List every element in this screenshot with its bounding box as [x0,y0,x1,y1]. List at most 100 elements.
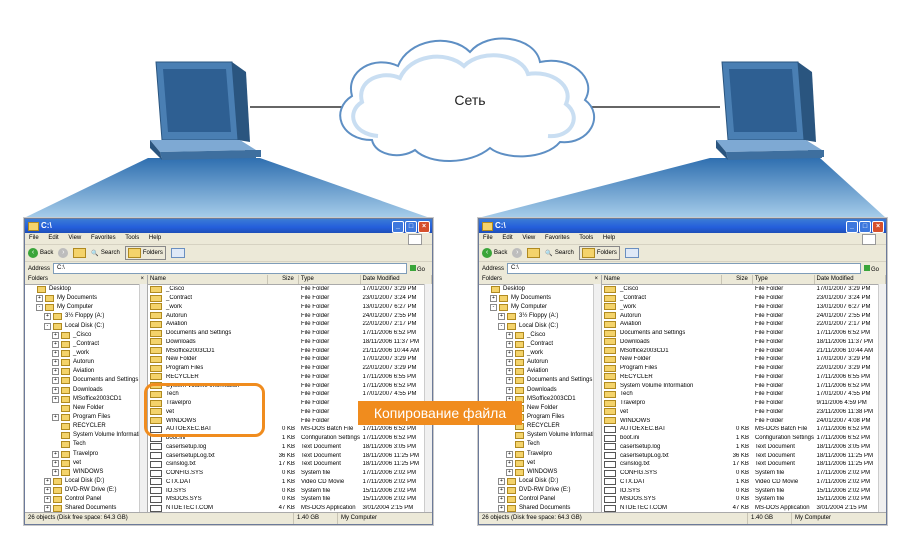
tree-item[interactable]: +Documents and Settings [479,376,601,385]
expand-icon[interactable]: + [498,505,505,513]
tree-item[interactable]: +Control Panel [479,495,601,504]
tree-item[interactable]: +_work [25,349,147,358]
tree-item[interactable]: +Shared Documents [479,504,601,513]
expand-icon[interactable]: + [506,340,513,348]
window-title-bar[interactable]: C:\ _ □ × [25,219,432,233]
tree-scrollbar[interactable] [593,284,601,513]
menu-view[interactable]: View [522,235,536,241]
menu-file[interactable]: File [29,235,39,241]
tree-item[interactable]: +Aviation [479,367,601,376]
expand-icon[interactable]: + [498,496,505,504]
address-input[interactable]: C:\ [53,263,407,274]
tree-item[interactable]: +Downloads [25,386,147,395]
up-folder-button[interactable] [73,248,87,258]
menu-view[interactable]: View [68,235,82,241]
go-button[interactable]: Go [864,264,886,273]
tree-item[interactable]: +Local Disk (D:) [25,477,147,486]
column-name[interactable]: Name [602,275,723,284]
close-pane-icon[interactable]: × [140,276,144,282]
column-type[interactable]: Type [753,275,815,284]
menu-favorites[interactable]: Favorites [90,235,116,241]
expand-icon[interactable]: + [506,331,513,339]
expand-icon[interactable]: + [52,377,59,385]
expand-icon[interactable]: + [506,468,513,476]
tree-item[interactable]: RECYCLER [25,422,147,431]
file-scrollbar[interactable] [424,284,432,513]
expand-icon[interactable]: + [52,468,59,476]
tree-item[interactable]: +Travelpro [25,450,147,459]
tree-item[interactable]: +_Cisco [25,331,147,340]
tree-item[interactable]: +Shared Documents [25,504,147,513]
expand-icon[interactable]: + [506,368,513,376]
expand-icon[interactable]: + [498,487,505,495]
folders-button[interactable]: Folders [578,246,620,260]
go-button[interactable]: Go [410,264,432,273]
search-button[interactable]: 🔍Search [545,250,574,257]
tree-item[interactable]: +MSoffice2003CD1 [25,395,147,404]
menu-help[interactable]: Help [602,235,616,241]
tree-item[interactable]: -Local Disk (C:) [479,322,601,331]
back-button[interactable]: ‹Back [482,248,507,258]
expand-icon[interactable]: + [52,359,59,367]
column-date[interactable]: Date Modified [815,275,886,284]
expand-icon[interactable]: + [44,505,51,513]
forward-button[interactable]: › [512,248,523,258]
close-button[interactable]: × [872,221,884,233]
expand-icon[interactable]: + [52,459,59,467]
menu-favorites[interactable]: Favorites [544,235,570,241]
tree-item[interactable]: +My Documents [25,294,147,303]
expand-icon[interactable]: + [52,386,59,394]
tree-item[interactable]: -Local Disk (C:) [25,322,147,331]
close-button[interactable]: × [418,221,430,233]
column-type[interactable]: Type [299,275,361,284]
tree-item[interactable]: +Aviation [25,367,147,376]
tree-item[interactable]: +Program Files [25,413,147,422]
expand-icon[interactable]: + [498,478,505,486]
tree-item[interactable]: +vet [479,459,601,468]
tree-item[interactable]: +_Cisco [479,331,601,340]
folders-button[interactable]: Folders [124,246,166,260]
expand-icon[interactable]: + [52,395,59,403]
menu-file[interactable]: File [483,235,493,241]
views-button[interactable] [624,248,639,258]
collapse-icon[interactable]: - [44,322,51,330]
tree-item[interactable]: +Local Disk (D:) [479,477,601,486]
views-button[interactable] [170,248,185,258]
expand-icon[interactable]: + [36,295,43,303]
tree-item[interactable]: -My Computer [25,303,147,312]
expand-icon[interactable]: + [44,496,51,504]
expand-icon[interactable]: + [506,450,513,458]
